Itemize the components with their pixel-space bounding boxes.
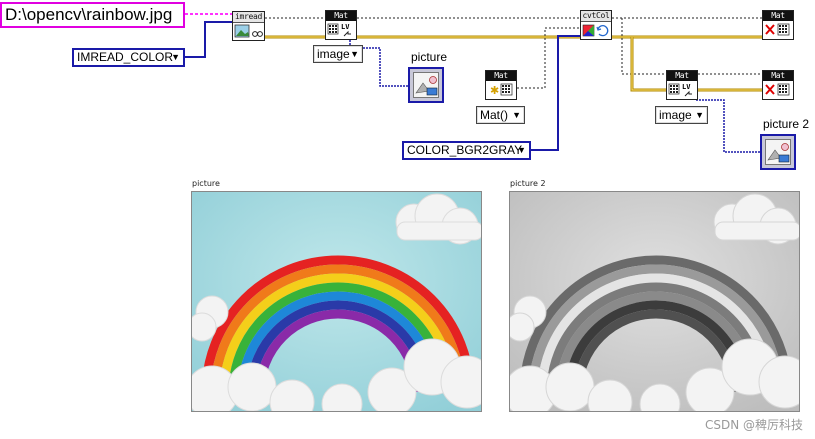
picture-icon xyxy=(415,76,438,96)
mat-release-node-2[interactable]: Mat xyxy=(762,70,794,100)
convert-code-enum[interactable]: COLOR_BGR2GRAY ▼ xyxy=(402,141,531,160)
image-file-icon xyxy=(233,23,264,40)
mat-to-image-node[interactable]: Mat LV xyxy=(325,10,357,40)
mat-new-icon: ✱ xyxy=(486,81,516,99)
imread-node-header: imread xyxy=(233,12,264,23)
image-type-value: image xyxy=(317,47,350,61)
mat-node-header: Mat xyxy=(667,71,697,81)
path-constant[interactable]: D:\opencv\rainbow.jpg xyxy=(0,2,185,28)
svg-text:LV: LV xyxy=(341,23,350,31)
dropdown-arrow-icon: ▼ xyxy=(512,110,521,120)
picture2-indicator-label: picture 2 xyxy=(763,117,810,131)
mat-constructor-ring[interactable]: Mat() ▼ xyxy=(476,106,525,124)
mat-node-header: Mat xyxy=(763,11,793,21)
picture-indicator[interactable] xyxy=(408,67,444,103)
svg-text:✱: ✱ xyxy=(490,84,499,97)
mat-to-lv-icon: LV xyxy=(667,81,697,99)
imread-flag-enum[interactable]: IMREAD_COLOR ▼ xyxy=(72,48,185,67)
mat-node-header: Mat xyxy=(326,11,356,21)
image-to-picture-wire xyxy=(349,40,408,87)
mat-to-lv-icon: LV xyxy=(326,21,356,39)
image-type-ring-1[interactable]: image ▼ xyxy=(313,45,363,63)
picture-indicator-label: picture xyxy=(411,50,448,64)
image-type-value: image xyxy=(659,108,692,122)
picture2-indicator[interactable] xyxy=(760,134,796,170)
mat-node-header: Mat xyxy=(486,71,516,81)
picture2-display xyxy=(509,191,800,412)
image2-to-picture2-wire xyxy=(696,99,760,153)
picture-display xyxy=(191,191,482,412)
mat-release-icon xyxy=(763,81,793,99)
rainbow-gray-image xyxy=(510,192,799,411)
picture-icon xyxy=(767,143,790,163)
convert-code-wire xyxy=(531,35,580,151)
convert-code-value: COLOR_BGR2GRAY xyxy=(407,143,523,157)
mat-release-node-1[interactable]: Mat xyxy=(762,10,794,40)
rainbow-color-image xyxy=(192,192,481,411)
mat-constructor-value: Mat() xyxy=(480,108,508,122)
dropdown-arrow-icon: ▼ xyxy=(350,49,359,59)
imread-flag-value: IMREAD_COLOR xyxy=(77,50,174,64)
mat-to-image-node-2[interactable]: Mat LV xyxy=(666,70,698,100)
imread-flag-wire xyxy=(185,21,232,58)
imread-node[interactable]: imread xyxy=(232,11,265,41)
picture-panel-caption: picture xyxy=(192,179,220,188)
cvtcolor-node-header: cvtCol xyxy=(581,11,611,22)
dropdown-arrow-icon: ▼ xyxy=(517,145,526,155)
svg-text:LV: LV xyxy=(682,83,691,91)
color-convert-icon xyxy=(581,22,611,39)
mat-release-icon xyxy=(763,21,793,39)
dropdown-arrow-icon: ▼ xyxy=(171,52,180,62)
refnum-wires xyxy=(265,17,762,92)
dropdown-arrow-icon: ▼ xyxy=(695,110,704,120)
mat-constructor-node[interactable]: Mat ✱ xyxy=(485,70,517,100)
watermark: CSDN @稗厉科技 xyxy=(704,418,803,432)
picture2-panel-caption: picture 2 xyxy=(510,179,546,188)
mat-node-header: Mat xyxy=(763,71,793,81)
cvtcolor-node[interactable]: cvtCol xyxy=(580,10,612,40)
image-type-ring-2[interactable]: image ▼ xyxy=(655,106,708,124)
